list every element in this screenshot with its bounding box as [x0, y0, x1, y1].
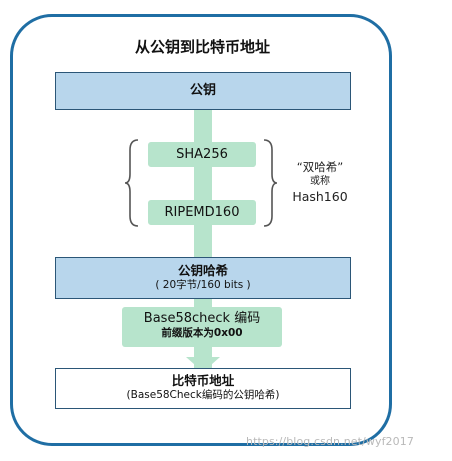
right-brace-icon: [263, 139, 278, 227]
base58check-label: Base58check 编码: [143, 311, 261, 326]
also-called-label: 或称: [310, 176, 330, 187]
diagram-frame: [10, 14, 392, 446]
bitcoin-address-detail: (Base58Check编码的公钥哈希): [126, 389, 280, 401]
hash160-label: Hash160: [292, 189, 348, 204]
watermark-text: https://blog.csdn.net/wyf2017: [246, 435, 414, 448]
sha256-step: SHA256: [148, 142, 256, 167]
pubkey-hash-detail: ( 20字节/160 bits ): [155, 279, 251, 291]
bitcoin-address-label: 比特币地址: [171, 373, 235, 388]
sha256-label: SHA256: [176, 147, 228, 162]
bitcoin-address-box: 比特币地址 (Base58Check编码的公钥哈希): [55, 368, 351, 409]
ripemd160-step: RIPEMD160: [148, 200, 256, 225]
pubkey-hash-box: 公钥哈希 ( 20字节/160 bits ): [55, 257, 351, 299]
pubkey-hash-label: 公钥哈希: [177, 263, 228, 278]
double-hash-note: “双哈希” 或称 Hash160: [282, 160, 358, 205]
diagram-title: 从公钥到比特币地址: [134, 38, 270, 56]
ripemd160-label: RIPEMD160: [164, 205, 240, 220]
base58check-detail: 前缀版本为0x00: [161, 327, 243, 339]
double-hash-label: “双哈希”: [296, 160, 344, 174]
public-key-label: 公钥: [189, 83, 216, 98]
base58check-step: Base58check 编码 前缀版本为0x00: [122, 307, 282, 347]
public-key-box: 公钥: [55, 72, 351, 110]
left-brace-icon: [124, 139, 139, 227]
